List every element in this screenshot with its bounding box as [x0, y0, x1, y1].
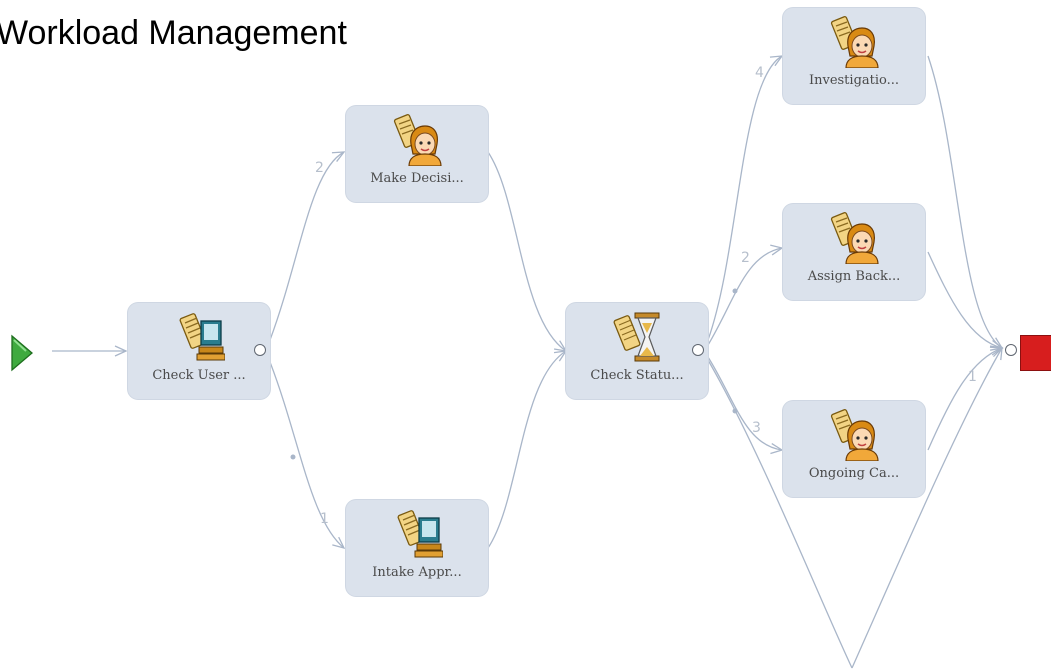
node-ongoing-case[interactable]: Ongoing Ca... — [783, 401, 925, 497]
edge-assign-back-to-end — [927, 251, 1004, 351]
edge-investigation-to-end — [927, 55, 1004, 349]
edge-dot — [732, 288, 738, 294]
input-port[interactable] — [1005, 344, 1017, 356]
edge-check-status-to-investigation — [707, 55, 784, 341]
page-title: Workload Management — [0, 14, 347, 52]
edge-check-user-to-make-decision — [269, 151, 346, 341]
node-check-status[interactable]: Check Statu... — [566, 303, 708, 399]
node-make-decision[interactable]: Make Decisi... — [346, 106, 488, 202]
end-event-icon[interactable] — [1020, 335, 1051, 371]
edge-intake-approval-to-check-status — [487, 350, 568, 549]
node-label: Assign Back... — [807, 269, 901, 284]
edge-ongoing-case-to-end — [927, 346, 1004, 451]
edge-make-decision-to-check-status — [487, 151, 568, 352]
node-label: Investigatio... — [808, 73, 900, 88]
node-check-user[interactable]: Check User ... — [128, 303, 270, 399]
node-label: Ongoing Ca... — [808, 466, 900, 481]
start-event-icon[interactable] — [10, 334, 34, 372]
edge-check-status-to-assign-back — [707, 244, 784, 346]
edge-check-user-to-intake-approval — [269, 361, 346, 550]
node-intake-approval[interactable]: Intake Appr... — [346, 500, 488, 596]
edge-dot — [290, 454, 296, 460]
edge-label-assign-back: 2 — [741, 250, 750, 266]
script-computer-icon — [397, 510, 443, 558]
edge-check-status-bypass — [707, 359, 853, 669]
edge-label-bypass: 1 — [968, 369, 977, 385]
node-label: Check Statu... — [590, 368, 684, 383]
script-hourglass-icon — [613, 312, 660, 362]
human-task-icon — [393, 114, 442, 166]
edge-check-status-to-ongoing-case — [707, 356, 784, 455]
edge-dot — [732, 408, 738, 414]
edge-label-intake-approval: 1 — [320, 511, 329, 527]
output-port[interactable] — [692, 344, 704, 356]
edge-label-investigation: 4 — [755, 65, 764, 81]
edge-bypass-to-end — [851, 346, 1003, 669]
node-label: Make Decisi... — [370, 171, 464, 186]
node-assign-back[interactable]: Assign Back... — [783, 204, 925, 300]
node-label: Check User ... — [152, 368, 246, 383]
human-task-icon — [830, 212, 879, 264]
node-investigation[interactable]: Investigatio... — [783, 8, 925, 104]
human-task-icon — [830, 16, 879, 68]
edge-label-make-decision: 2 — [315, 160, 324, 176]
output-port[interactable] — [254, 344, 266, 356]
node-label: Intake Appr... — [372, 565, 462, 580]
edge-label-ongoing-case: 3 — [752, 420, 761, 436]
script-computer-icon — [179, 313, 225, 361]
human-task-icon — [830, 409, 879, 461]
